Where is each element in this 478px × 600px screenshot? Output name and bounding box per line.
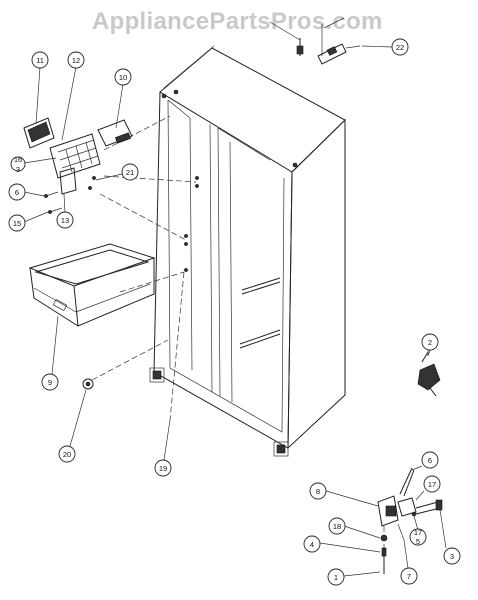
svg-text:22: 22 xyxy=(396,43,404,52)
callout-17-5: 175 xyxy=(409,528,427,546)
svg-text:12: 12 xyxy=(72,56,80,65)
callout-bubbles: 11 12 10 163 6 15 13 21 9 20 19 22 2 6 1… xyxy=(8,38,461,586)
fill-cup xyxy=(97,119,133,147)
svg-text:3: 3 xyxy=(450,552,454,561)
svg-text:15: 15 xyxy=(13,219,21,228)
svg-text:2: 2 xyxy=(428,338,432,347)
svg-text:17: 17 xyxy=(428,480,436,489)
watermark-text: AppliancePartsPros.com xyxy=(92,8,383,35)
callout-21: 21 xyxy=(121,163,139,181)
svg-text:3: 3 xyxy=(16,165,20,174)
cabinet-front-outline xyxy=(153,91,293,449)
svg-text:11: 11 xyxy=(36,56,44,65)
ice-maker-bracket xyxy=(59,167,77,195)
svg-text:21: 21 xyxy=(126,168,134,177)
cabinet-right-side xyxy=(287,118,346,450)
cabinet-drawing xyxy=(149,45,346,457)
svg-text:10: 10 xyxy=(119,73,127,82)
ice-maker-assembly xyxy=(23,115,197,241)
front-foot-left xyxy=(149,367,165,383)
water-valve-body xyxy=(377,495,399,527)
callout-leaders xyxy=(23,17,447,577)
water-valve-assembly xyxy=(377,467,443,574)
svg-text:6: 6 xyxy=(428,456,432,465)
callout-3: 3 xyxy=(443,547,461,565)
svg-text:20: 20 xyxy=(63,450,71,459)
callout-13: 13 xyxy=(56,211,74,229)
svg-text:6: 6 xyxy=(15,188,19,197)
cabinet-inner-frame xyxy=(167,99,285,433)
svg-text:5: 5 xyxy=(416,537,420,546)
svg-text:9: 9 xyxy=(48,378,52,387)
shelf-rail-upper xyxy=(241,277,281,291)
callout-11: 11 xyxy=(31,51,49,69)
callout-9: 9 xyxy=(41,373,59,391)
part-20-knob xyxy=(82,339,169,390)
callout-12: 12 xyxy=(67,51,85,69)
callout-17: 17 xyxy=(423,475,441,493)
callout-6-top: 6 xyxy=(8,183,26,201)
svg-text:19: 19 xyxy=(159,464,167,473)
callout-19: 19 xyxy=(154,459,172,477)
callout-6-bottom: 6 xyxy=(421,451,439,469)
callout-20: 20 xyxy=(58,445,76,463)
callout-4: 4 xyxy=(303,535,321,553)
front-foot-right xyxy=(273,441,289,457)
svg-text:8: 8 xyxy=(316,487,320,496)
callout-10: 10 xyxy=(114,68,132,86)
svg-text:4: 4 xyxy=(310,540,314,549)
callout-16: 163 xyxy=(10,155,26,174)
ice-maker-body xyxy=(49,133,101,179)
water-valve-fitting xyxy=(296,24,361,65)
svg-text:16: 16 xyxy=(14,155,22,164)
ice-bucket-rim xyxy=(28,243,156,287)
callout-1: 1 xyxy=(327,568,345,586)
svg-text:18: 18 xyxy=(333,522,341,531)
callout-15: 15 xyxy=(8,214,26,232)
callout-7: 7 xyxy=(400,567,418,585)
svg-text:7: 7 xyxy=(407,572,411,581)
callout-8: 8 xyxy=(309,482,327,500)
svg-text:13: 13 xyxy=(61,216,69,225)
part-2-assembly xyxy=(417,344,441,397)
ice-bucket xyxy=(28,243,156,327)
callout-18: 18 xyxy=(328,517,346,535)
callout-22: 22 xyxy=(391,38,409,56)
center-mullion xyxy=(209,123,213,393)
svg-text:1: 1 xyxy=(334,573,338,582)
cabinet-top xyxy=(159,47,346,173)
shelf-rail-lower xyxy=(239,329,281,345)
ice-maker-cover xyxy=(23,117,55,149)
callout-2: 2 xyxy=(421,333,439,351)
svg-text:17: 17 xyxy=(414,528,422,537)
